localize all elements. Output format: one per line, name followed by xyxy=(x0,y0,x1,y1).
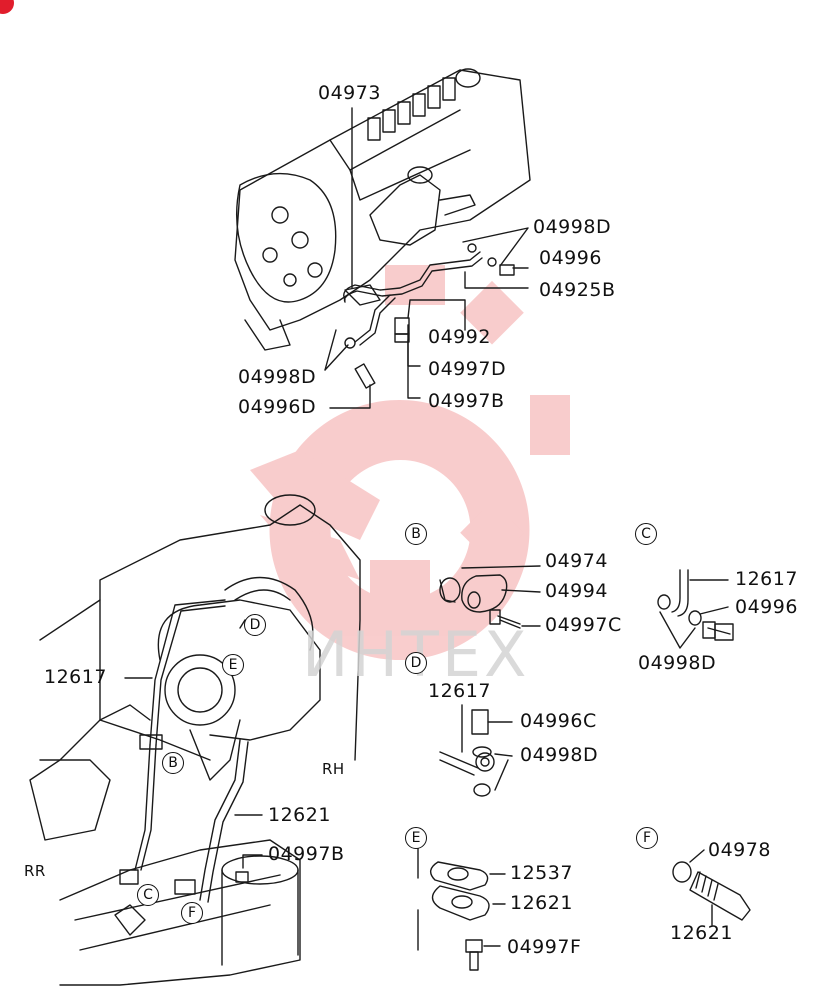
part-label: 04998D xyxy=(238,366,317,388)
detail-b-drawing xyxy=(439,565,541,629)
injection-pump-drawing xyxy=(234,68,531,409)
callout-f: F xyxy=(181,902,203,924)
corner-badge xyxy=(0,0,14,14)
side-tag-rh: RH xyxy=(322,760,345,778)
part-label: 04998D xyxy=(520,744,599,766)
callout-e: E xyxy=(222,654,244,676)
part-label: 12617 xyxy=(735,568,798,590)
part-label: 04992 xyxy=(428,326,491,348)
part-label: 04997B xyxy=(428,390,505,412)
detail-e-marker: E xyxy=(405,827,427,849)
detail-d-marker: D xyxy=(405,652,427,674)
part-label: 12537 xyxy=(510,862,573,884)
detail-d-drawing xyxy=(439,704,513,797)
side-tag-rr: RR xyxy=(24,862,46,880)
detail-f-marker: F xyxy=(636,827,658,849)
engine-turbo-drawing xyxy=(29,494,361,986)
part-label: 04996 xyxy=(735,596,798,618)
part-label: 12621 xyxy=(670,922,733,944)
callout-b: B xyxy=(162,752,184,774)
part-label: 12617 xyxy=(44,666,107,688)
part-label: 04997C xyxy=(545,614,622,636)
detail-e-drawing xyxy=(417,845,506,971)
part-label: 04997F xyxy=(507,936,582,958)
part-label: 04996 xyxy=(539,247,602,269)
part-label: 04998D xyxy=(533,216,612,238)
part-label: 04998D xyxy=(638,652,717,674)
detail-f-drawing xyxy=(672,849,751,926)
detail-b-marker: B xyxy=(405,523,427,545)
part-label: 04925B xyxy=(539,279,616,301)
part-label: 04996D xyxy=(238,396,317,418)
part-label: 04997B xyxy=(268,843,345,865)
part-label: 04973 xyxy=(318,82,381,104)
detail-c-marker: C xyxy=(635,523,657,545)
part-label: 04997D xyxy=(428,358,507,380)
part-label: 04974 xyxy=(545,550,608,572)
part-label: 04978 xyxy=(708,839,771,861)
callout-c: C xyxy=(137,884,159,906)
detail-c-drawing xyxy=(657,569,734,649)
part-label: 12617 xyxy=(428,680,491,702)
part-label: 04996C xyxy=(520,710,597,732)
callout-d: D xyxy=(244,614,266,636)
part-label: 04994 xyxy=(545,580,608,602)
part-label: 12621 xyxy=(510,892,573,914)
watermark-logo xyxy=(250,265,570,660)
part-label: 12621 xyxy=(268,804,331,826)
